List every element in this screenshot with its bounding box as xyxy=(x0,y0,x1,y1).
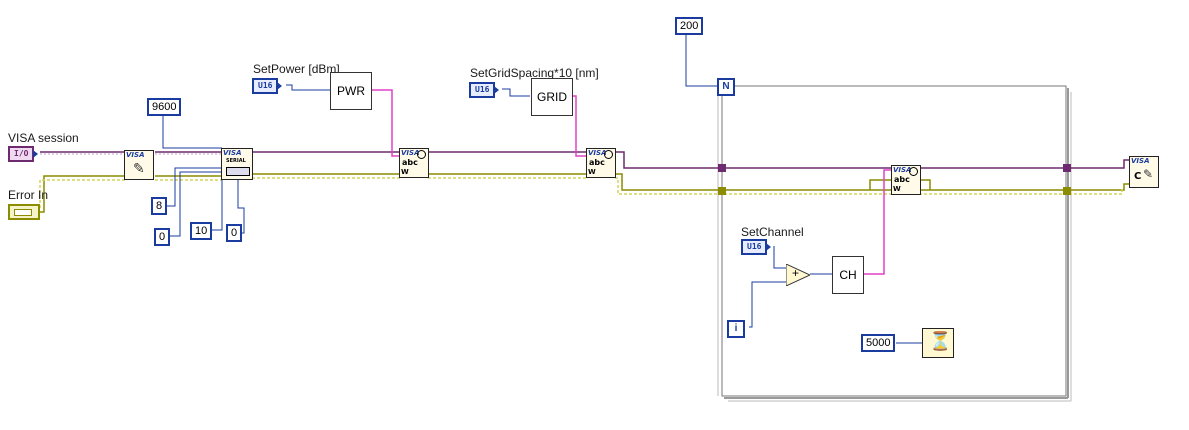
serial-port-icon xyxy=(226,167,250,176)
visa-session-terminal[interactable]: I/O xyxy=(8,146,39,162)
loop-iteration-terminal[interactable]: i xyxy=(727,320,745,338)
plug-icon: ✎ xyxy=(1143,167,1154,181)
loop-tunnel-error-out xyxy=(1063,187,1071,195)
set-power-terminal[interactable]: U16 xyxy=(252,78,283,94)
visa-resource-wire[interactable] xyxy=(40,151,1130,169)
visa-session-label: VISA session xyxy=(8,131,79,145)
pwr-subvi[interactable]: PWR xyxy=(330,72,372,110)
set-grid-spacing-label: SetGridSpacing*10 [nm] xyxy=(470,66,599,80)
loop-count-constant[interactable]: 200 xyxy=(675,17,704,35)
metronome-icon: ⏳ xyxy=(929,331,952,351)
visa-close-node[interactable]: VISA C ✎ xyxy=(1129,156,1159,188)
ch-subvi[interactable]: CH xyxy=(832,256,864,294)
error-in-label: Error In xyxy=(8,188,49,202)
set-power-label: SetPower [dBm] xyxy=(253,62,340,76)
baud-rate-constant[interactable]: 9600 xyxy=(147,98,182,116)
clock-icon xyxy=(417,150,426,159)
data-bits-constant[interactable]: 8 xyxy=(151,197,168,215)
grid-subvi[interactable]: GRID xyxy=(531,78,573,116)
wait-ms-node[interactable]: ⏳ xyxy=(922,328,954,358)
loop-tunnel-visa-out xyxy=(1063,164,1071,172)
error-cluster-icon xyxy=(14,209,32,216)
plug-icon: ✎ xyxy=(133,161,145,177)
visa-open-node[interactable]: VISA ✎ xyxy=(124,150,154,180)
flow-control-constant[interactable]: 0 xyxy=(226,224,243,242)
visa-configure-serial-node[interactable]: VISA SERIAL xyxy=(221,148,253,180)
visa-write-node-3[interactable]: VISA abc W xyxy=(891,165,921,195)
wait-ms-constant[interactable]: 5000 xyxy=(861,334,896,352)
set-channel-terminal[interactable]: U16 xyxy=(741,239,772,255)
string-wires[interactable] xyxy=(372,89,892,275)
parity-constant[interactable]: 0 xyxy=(154,228,171,246)
numeric-wires[interactable] xyxy=(158,34,922,344)
visa-write-node-2[interactable]: VISA abc W xyxy=(586,148,616,178)
set-channel-label: SetChannel xyxy=(741,225,804,239)
clock-icon xyxy=(604,150,613,159)
loop-tunnel-error-in xyxy=(718,187,726,195)
error-in-terminal[interactable] xyxy=(8,204,40,220)
visa-write-node-1[interactable]: VISA abc W xyxy=(399,148,429,178)
loop-count-terminal[interactable]: N xyxy=(717,78,735,96)
set-grid-spacing-terminal[interactable]: U16 xyxy=(469,82,500,98)
add-triangle-icon xyxy=(785,263,812,287)
stop-bits-constant[interactable]: 10 xyxy=(190,222,213,240)
clock-icon xyxy=(909,167,918,176)
loop-tunnel-visa-in xyxy=(718,164,726,172)
add-node[interactable]: + xyxy=(785,263,812,287)
